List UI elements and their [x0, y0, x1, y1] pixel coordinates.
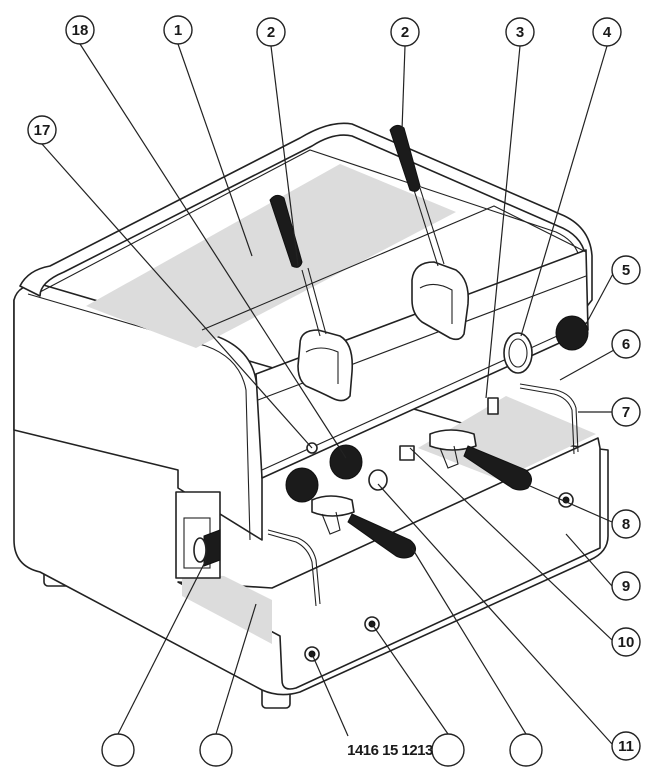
lever-handle-left — [269, 194, 303, 268]
callout-blank-circle — [199, 733, 233, 767]
portafilter-right — [429, 429, 532, 491]
callout-label: 2 — [401, 24, 409, 41]
steam-knob-left-b — [285, 467, 319, 503]
callouts-right: 5 6 7 8 9 10 11 — [611, 255, 641, 761]
lever-handle-right — [389, 124, 421, 192]
callout-2b: 2 — [390, 17, 420, 47]
callout-2a: 2 — [256, 17, 286, 47]
callout-blank-circle — [509, 733, 543, 767]
leader-lines — [41, 43, 616, 745]
callout-9: 9 — [611, 571, 641, 601]
callout-label: 9 — [622, 578, 630, 595]
callout-blank-circle — [431, 733, 465, 767]
callout-5: 5 — [611, 255, 641, 285]
callout-label: 11 — [618, 738, 634, 755]
callout-label: 18 — [72, 22, 89, 39]
callout-label: 2 — [267, 24, 275, 41]
callout-10: 10 — [611, 627, 641, 657]
callout-label: 10 — [618, 634, 635, 651]
callout-label: 17 — [34, 122, 51, 139]
callout-17: 17 — [27, 115, 57, 145]
callout-8: 8 — [611, 509, 641, 539]
callout-label: 8 — [622, 516, 630, 533]
callouts-bottom: 1416 15 1213 — [101, 733, 543, 767]
callouts-top: 18 1 2 2 3 4 — [65, 15, 622, 47]
group-head-right — [411, 261, 470, 341]
cup-warmer-tray — [86, 164, 456, 348]
bottom-callout-numbers: 1416 15 1213 — [347, 742, 433, 759]
group-head-left — [297, 329, 354, 402]
drip-tray-grate-right — [418, 396, 596, 480]
callout-label: 7 — [622, 404, 630, 421]
callout-3: 3 — [505, 17, 535, 47]
callout-label: 3 — [516, 24, 524, 41]
callout-18: 18 — [65, 15, 95, 45]
callout-label: 5 — [622, 262, 630, 279]
callout-7: 7 — [611, 397, 641, 427]
callout-blank-circle — [101, 733, 135, 767]
pressure-gauge — [503, 332, 533, 374]
drip-tray-front — [177, 437, 601, 690]
steam-knob-right — [555, 315, 589, 351]
callout-label: 6 — [622, 336, 630, 353]
callout-1: 1 — [163, 15, 193, 45]
callout-label: 4 — [603, 24, 612, 41]
callout-label: 1 — [174, 22, 182, 39]
espresso-machine-illustration — [13, 122, 609, 709]
callout-11: 11 — [611, 731, 641, 761]
portafilter-left — [311, 495, 416, 559]
steam-knob-left-a — [329, 444, 363, 480]
callout-6: 6 — [611, 329, 641, 359]
callout-4: 4 — [592, 17, 622, 47]
